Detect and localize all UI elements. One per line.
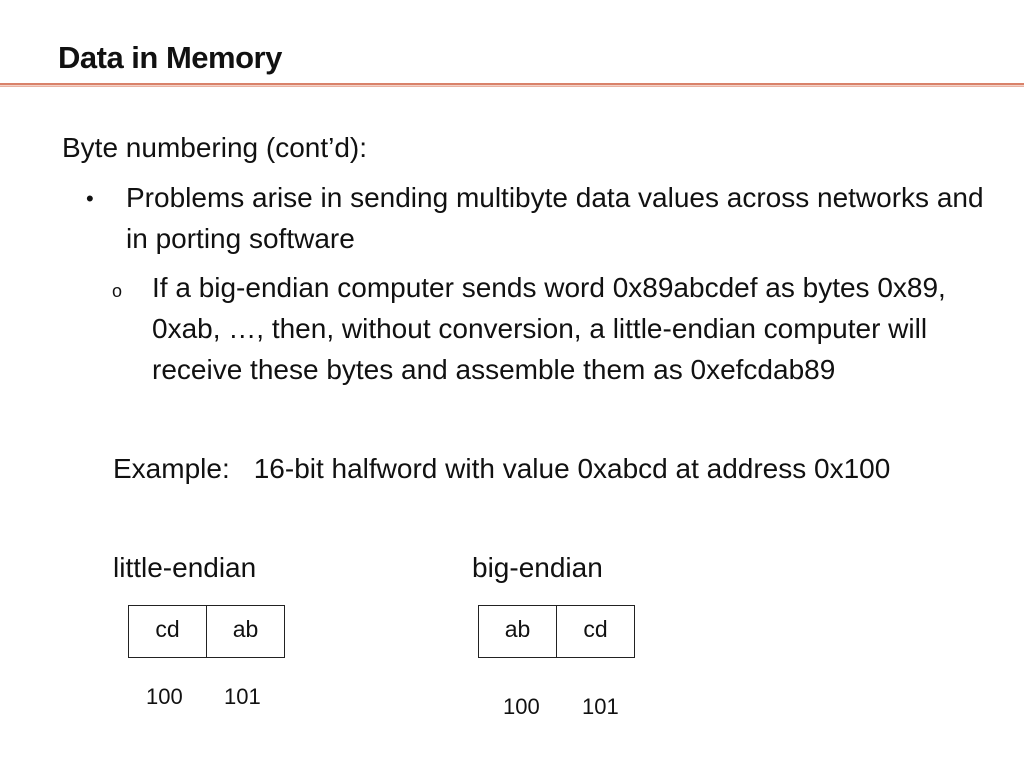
memory-cell: ab — [206, 605, 285, 658]
sub-bullet-example: If a big-endian computer sends word 0x89… — [152, 272, 946, 385]
memory-cell: cd — [128, 605, 207, 658]
example-text: Example: 16-bit halfword with value 0xabc… — [113, 448, 993, 489]
little-endian-address: 101 — [224, 684, 261, 709]
memory-cell: ab — [478, 605, 557, 658]
title-divider — [0, 83, 1024, 87]
big-endian-address: 101 — [582, 694, 619, 719]
section-heading: Byte numbering (cont’d): — [62, 132, 368, 163]
big-endian-address: 100 — [503, 694, 540, 719]
little-endian-label: little-endian — [113, 552, 257, 583]
big-endian-memory: ab cd — [478, 605, 635, 658]
page-title: Data in Memory — [58, 40, 282, 75]
little-endian-memory: cd ab — [128, 605, 285, 658]
sub-bullet-marker: o — [112, 281, 123, 301]
example-label: Example: — [113, 453, 230, 484]
little-endian-address: 100 — [146, 684, 183, 709]
bullet-problems: Problems arise in sending multibyte data… — [126, 182, 984, 254]
memory-cell: cd — [556, 605, 635, 658]
example-description: 16-bit halfword with value 0xabcd at add… — [253, 453, 891, 484]
bullet-marker: • — [86, 186, 94, 211]
big-endian-label: big-endian — [472, 552, 603, 583]
